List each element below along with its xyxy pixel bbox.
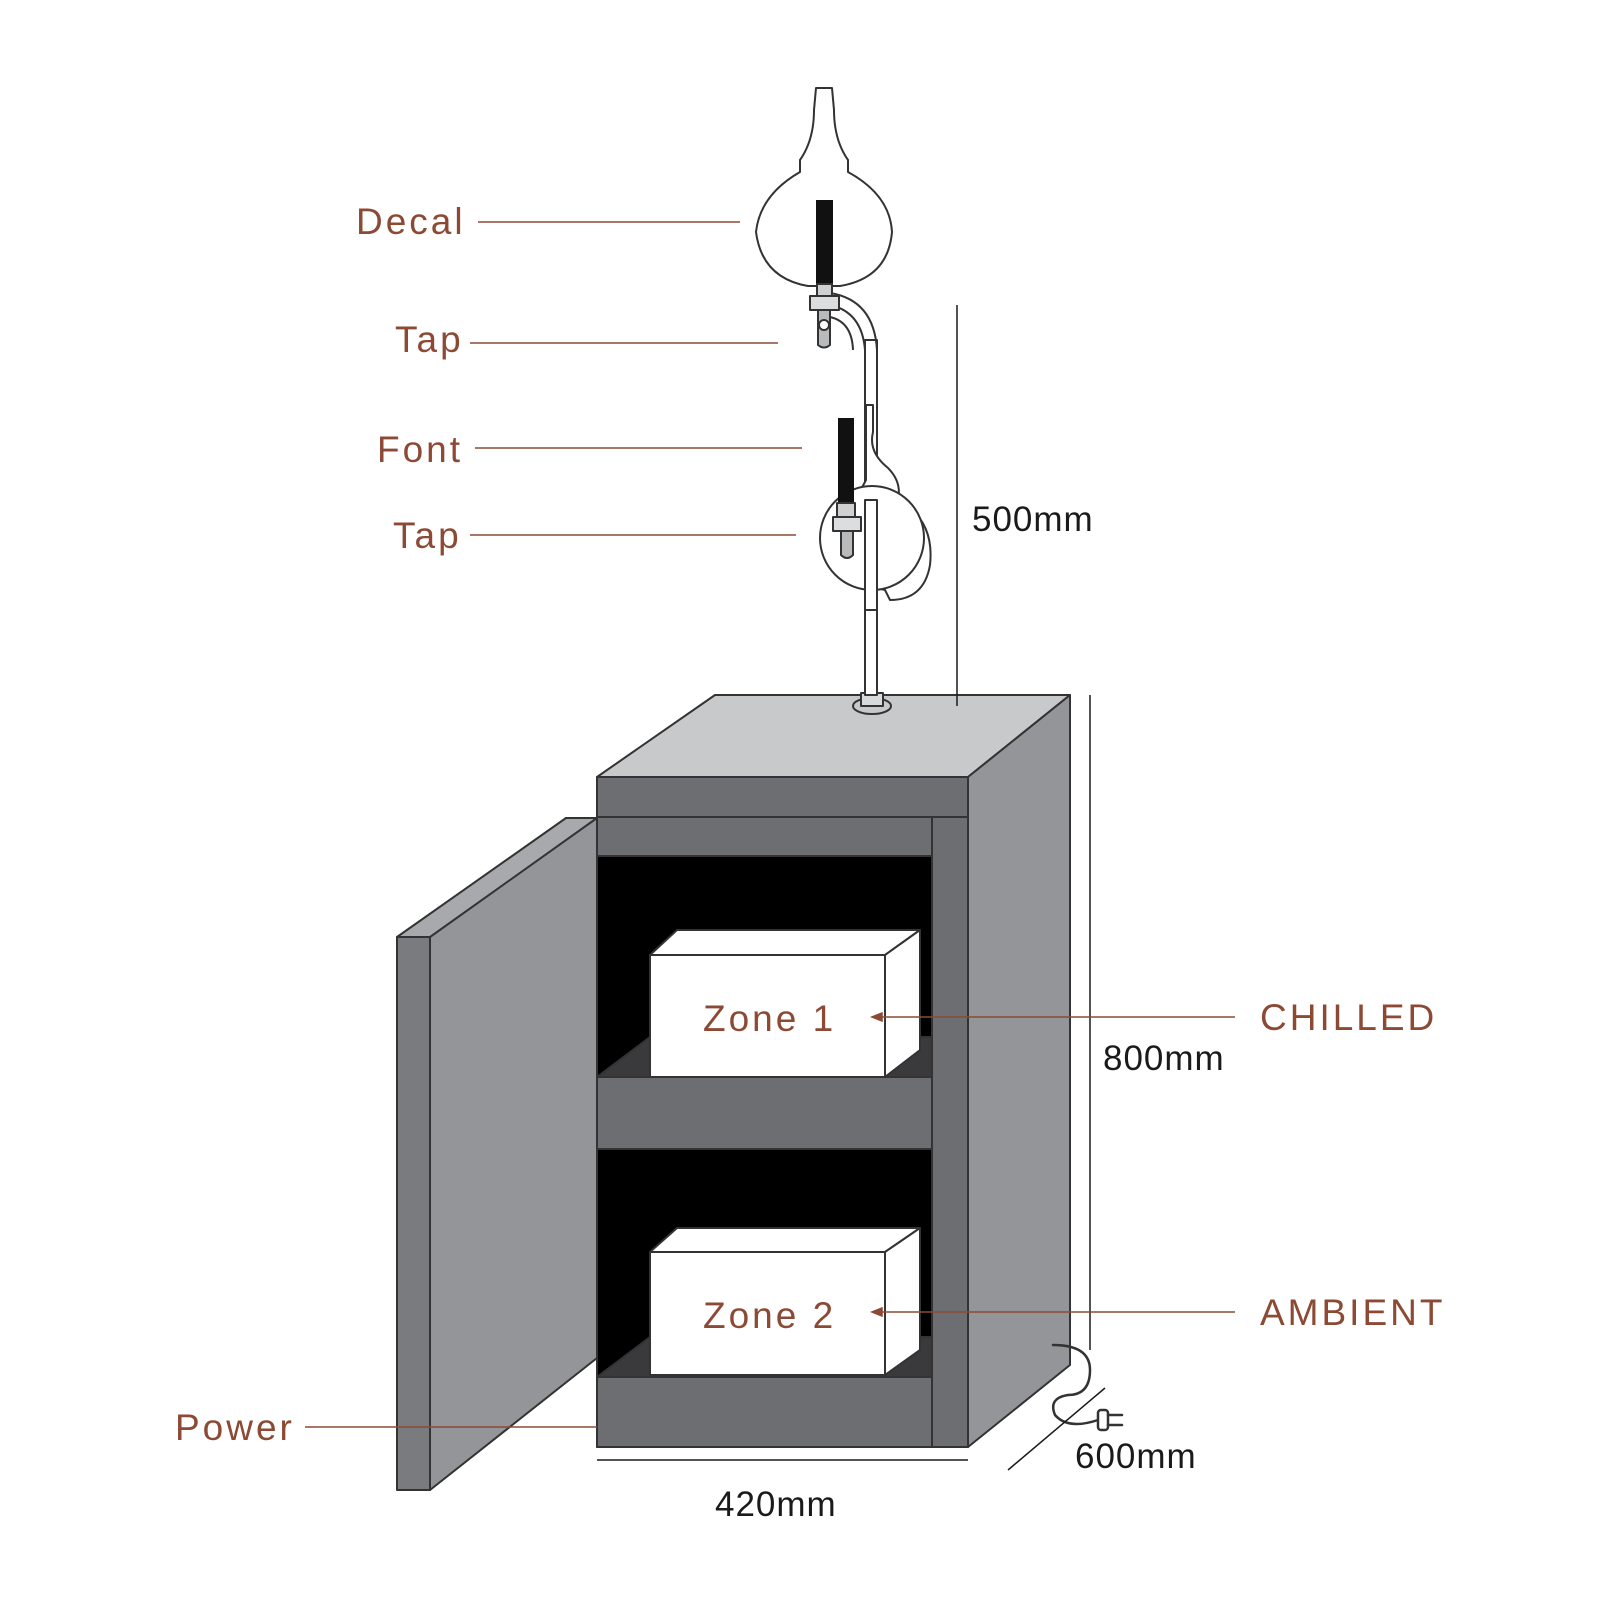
dim-font-height: 500mm	[972, 500, 1094, 539]
power-plug-icon	[1096, 1408, 1110, 1432]
zone-2-box	[649, 1227, 921, 1376]
power-plug-prongs	[1106, 1413, 1124, 1427]
part-labels: Decal Tap Font Tap CHILLED AMBIENT Power…	[175, 201, 1445, 1448]
upper-tap-handle	[816, 200, 833, 284]
upper-tap-knob	[818, 319, 830, 331]
label-tap-lower: Tap	[393, 515, 462, 556]
label-ambient: AMBIENT	[1260, 1292, 1445, 1333]
dimension-lines	[597, 305, 1106, 1471]
zone-1-box-side	[884, 929, 921, 1078]
dimension-labels: 500mm 800mm 600mm 420mm	[715, 500, 1225, 1524]
zone-2-box-side	[884, 1227, 921, 1376]
zone-1-box-top	[649, 929, 921, 956]
label-tap-upper: Tap	[395, 319, 464, 360]
zone-2-box-top	[649, 1227, 921, 1253]
cabinet-inner-lip	[596, 816, 933, 857]
label-zone-1: Zone 1	[703, 998, 836, 1039]
ambient-arrowhead	[869, 1306, 883, 1318]
label-chilled: CHILLED	[1260, 997, 1437, 1038]
upper-tap-body	[809, 295, 840, 311]
zone-1-box	[649, 929, 921, 1078]
cabinet-door	[396, 817, 598, 1491]
label-zone-2: Zone 2	[703, 1295, 836, 1336]
shelf-1	[596, 1076, 933, 1150]
tower-pipe-bend	[829, 304, 866, 351]
cabinet-inner-wall	[931, 816, 969, 1448]
lower-font	[819, 404, 932, 611]
cabinet-base	[596, 1376, 933, 1448]
dim-cabinet-width: 420mm	[715, 1485, 837, 1524]
power-cord-cable	[1051, 1343, 1100, 1426]
lower-tap-body	[832, 516, 862, 532]
dim-cabinet-depth: 600mm	[1075, 1437, 1197, 1476]
lower-tap-spout	[840, 530, 854, 559]
leader-lines	[305, 221, 1235, 1428]
upper-font-body	[755, 87, 893, 287]
door-edge	[396, 936, 431, 1491]
lower-tap-handle	[838, 418, 854, 504]
dim-cabinet-height: 800mm	[1103, 1039, 1225, 1078]
label-decal: Decal	[356, 201, 466, 242]
upper-font	[755, 87, 893, 349]
zone-1-box-front	[649, 954, 886, 1078]
power-cord	[1051, 1343, 1124, 1432]
cabinet-side	[967, 694, 1071, 1448]
zone-2-box-front	[649, 1251, 886, 1376]
chilled-arrowhead	[869, 1011, 883, 1023]
lower-tap-collar	[836, 502, 856, 518]
upper-tap-collar	[816, 283, 833, 297]
label-font: Font	[377, 429, 463, 470]
label-power: Power	[175, 1407, 295, 1448]
lower-pipe-cross	[864, 499, 878, 611]
door-top-edge	[396, 817, 598, 938]
cabinet-depth-line	[1007, 1387, 1106, 1471]
